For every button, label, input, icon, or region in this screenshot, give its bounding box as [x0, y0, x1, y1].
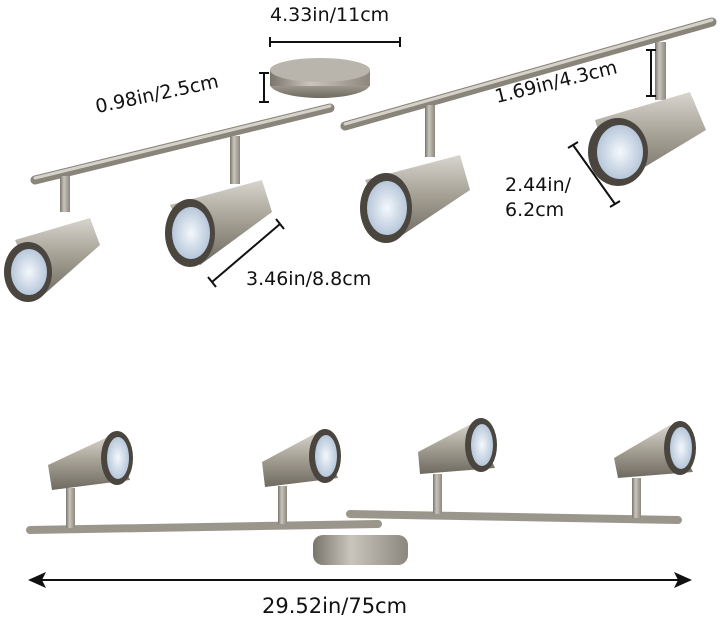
dimension-lines-top	[207, 37, 656, 288]
top-view	[4, 17, 717, 302]
left-bar	[30, 103, 335, 185]
shade-diameter-label-1: 2.44in/	[505, 174, 572, 196]
spotlight-4	[588, 92, 706, 186]
ceiling-base-front	[313, 535, 408, 565]
front-view	[26, 418, 696, 588]
spotlight-front-3	[418, 418, 497, 474]
base-diameter-label: 4.33in/11cm	[270, 4, 390, 26]
shade-length-label: 3.46in/8.8cm	[246, 268, 372, 290]
right-bar	[340, 17, 717, 131]
spotlight-2	[165, 180, 272, 267]
spotlight-3	[360, 155, 470, 243]
total-length-label: 29.52in/75cm	[262, 594, 408, 618]
shade-diameter-label-2: 6.2cm	[505, 199, 565, 221]
right-bar-front	[346, 510, 682, 524]
spotlight-front-2	[262, 429, 341, 487]
spotlight-front-4	[614, 421, 696, 478]
spotlight-1	[4, 218, 100, 302]
left-bar-front	[26, 520, 382, 534]
spotlight-front-1	[48, 431, 133, 490]
total-length-arrow	[28, 572, 692, 588]
